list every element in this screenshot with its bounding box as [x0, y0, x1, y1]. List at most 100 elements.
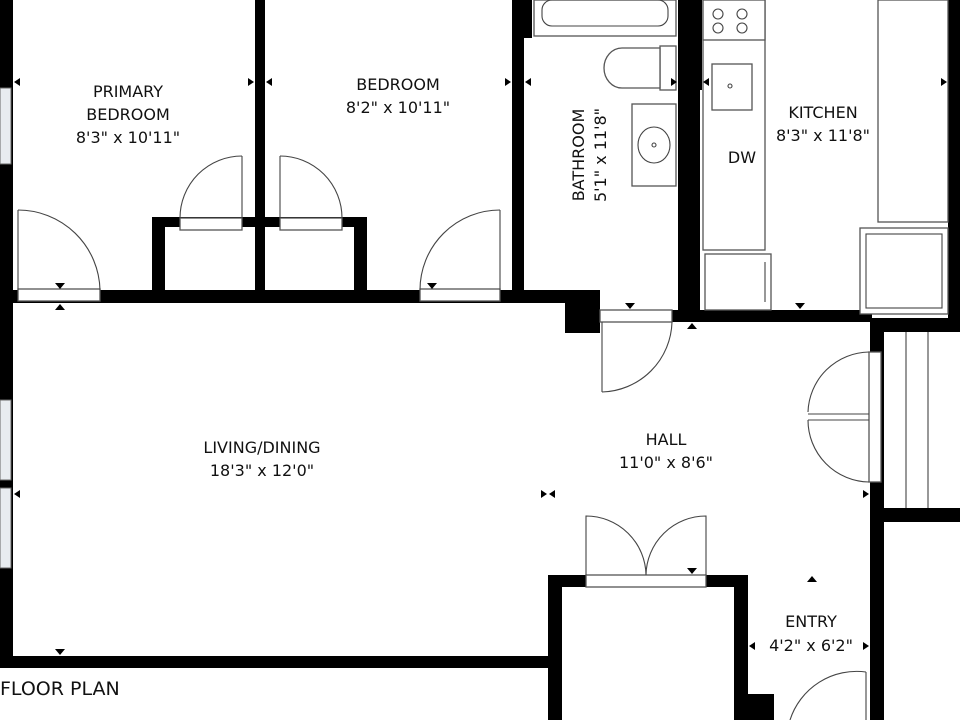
room-labels: PRIMARY BEDROOM 8'3" x 10'11" BEDROOM 8'…: [76, 75, 870, 655]
door-primary-bedroom-swing: [17, 209, 101, 291]
washer: [859, 227, 949, 315]
room-bedroom-size: 8'2" x 10'11": [346, 98, 450, 117]
door-bedroom-slab: [419, 288, 501, 302]
dim-arrow-entry-right: [863, 642, 869, 650]
room-living-dining-size: 18'3" x 12'0": [210, 461, 314, 480]
bathroom-sink: [637, 126, 671, 164]
room-primary-bedroom-name-1: PRIMARY: [93, 82, 163, 101]
room-entry-size: 4'2" x 6'2": [769, 636, 853, 655]
fixtures: [533, 0, 949, 315]
window-living-2: [0, 487, 12, 569]
stove-burner-3: [712, 22, 724, 34]
dim-arrow-entry-left: [749, 642, 755, 650]
dim-arrow-living-top: [55, 304, 65, 310]
room-bathroom-size: 5'1" x 11'8": [591, 108, 610, 202]
dim-arrow-entry-top: [807, 576, 817, 582]
room-kitchen-size: 8'3" x 11'8": [776, 126, 870, 145]
bathtub-inner: [541, 0, 669, 27]
dishwasher-label: DW: [728, 148, 756, 167]
wall-bath-kitchen-thin: [694, 0, 702, 90]
stove-burner-2: [736, 8, 748, 20]
dim-arrow-bedroom-left: [266, 78, 272, 86]
dim-arrow-kitchen-left: [703, 78, 709, 86]
doors: [17, 155, 929, 720]
hall-closet-door-swing-right: [645, 515, 707, 576]
wall-right-closet-bottom: [870, 508, 960, 522]
room-bedroom-name: BEDROOM: [356, 75, 440, 94]
wall-living-bottom: [0, 656, 560, 668]
floor-plan-title: FLOOR PLAN: [0, 678, 120, 700]
room-hall-size: 11'0" x 8'6": [619, 453, 713, 472]
door-entry-swing: [789, 670, 867, 720]
room-entry-name: ENTRY: [785, 612, 837, 631]
dim-arrow-bedroom-right: [505, 78, 511, 86]
wall-bath-top-stub: [512, 0, 532, 38]
kitchen-counter-right: [877, 0, 949, 223]
dim-arrow-bath-right: [671, 78, 677, 86]
windows: [0, 87, 12, 569]
stove-burner-1: [712, 8, 724, 20]
refrigerator: [704, 253, 772, 311]
closet-door-primary-swing: [179, 155, 243, 219]
closet-door-primary-slab: [179, 217, 243, 231]
dim-arrow-living-bottom: [55, 649, 65, 655]
hall-closet-door-slab: [585, 574, 707, 588]
dim-arrow-hall-closet-top: [687, 568, 697, 574]
wall-closet-mid: [255, 217, 265, 299]
wall-right-closet-top: [870, 318, 960, 332]
stove-burner-4: [736, 22, 748, 34]
washer-inner: [865, 233, 943, 309]
room-primary-bedroom-size: 8'3" x 10'11": [76, 128, 180, 147]
door-bedroom-swing: [419, 209, 501, 291]
stove: [702, 0, 766, 41]
bathroom-sink-drain: [651, 142, 657, 148]
dimension-markers: [14, 78, 947, 655]
dim-arrow-bath-left: [525, 78, 531, 86]
closet-door-bedroom-slab: [279, 217, 343, 231]
dim-arrow-kitchen-bottom: [795, 303, 805, 309]
dim-arrow-hall-left: [549, 490, 555, 498]
dim-arrow-bath-bottom: [625, 303, 635, 309]
dim-arrow-primary-bottom: [55, 283, 65, 289]
closet-right-door-slab: [868, 351, 882, 483]
wall-right-lower: [870, 508, 884, 720]
closet-right-door-swing-top: [807, 351, 870, 413]
dim-arrow-living-right: [541, 490, 547, 498]
kitchen-counter: [702, 0, 766, 251]
bathtub: [533, 0, 677, 37]
wall-hall-closet-left: [548, 575, 562, 720]
wall-column: [565, 290, 600, 333]
closet-right-door-swing-bottom: [807, 419, 870, 483]
room-bathroom-name: BATHROOM: [569, 109, 588, 202]
room-hall-name: HALL: [646, 430, 687, 449]
dim-arrow-hall-right: [863, 490, 869, 498]
dim-arrow-primary-right: [248, 78, 254, 86]
wall-kitchen-lower: [702, 310, 872, 322]
toilet-bowl: [603, 47, 661, 89]
door-bathroom-swing: [601, 321, 673, 393]
wall-bedroom-divider: [255, 0, 265, 222]
dim-arrow-bedroom-bottom: [427, 283, 437, 289]
dim-arrow-hall-top: [687, 323, 697, 329]
wall-closet-left: [152, 217, 165, 299]
bathroom-vanity: [631, 103, 677, 187]
dim-arrow-primary-left: [14, 78, 20, 86]
window-living-1: [0, 399, 12, 481]
hall-closet-door-swing-left: [585, 515, 647, 576]
wall-hall-closet-right: [734, 575, 748, 720]
kitchen-sink-drain: [727, 83, 733, 89]
wall-closet-right: [354, 217, 367, 299]
window-primary-bedroom: [0, 87, 12, 165]
room-primary-bedroom-name-2: BEDROOM: [86, 105, 170, 124]
door-bathroom-slab: [599, 309, 673, 323]
dim-arrow-living-left: [14, 490, 20, 498]
door-primary-bedroom-slab: [17, 288, 101, 302]
room-kitchen-name: KITCHEN: [788, 103, 857, 122]
wall-right-upper: [948, 0, 960, 330]
dim-arrow-kitchen-right: [941, 78, 947, 86]
wall-bedroom-bath: [512, 0, 524, 300]
closet-door-bedroom-swing: [279, 155, 343, 219]
wall-bottom-right: [734, 694, 774, 720]
wall-bath-bottom-right: [672, 310, 702, 322]
